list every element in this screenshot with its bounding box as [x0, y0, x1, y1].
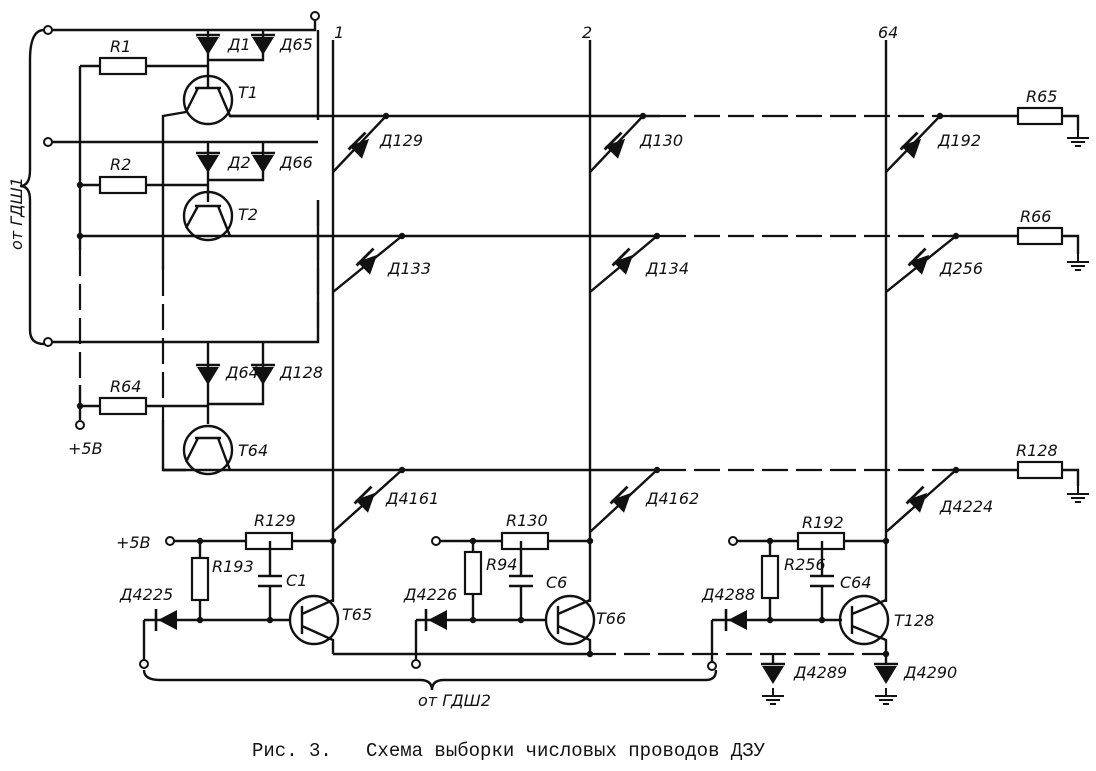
diode-d65-label: Д65: [279, 35, 313, 54]
diode-d129-label: Д129: [379, 131, 423, 150]
row-loads: R65 R66 R128: [1016, 87, 1090, 503]
resistor-r94-label: R94: [486, 555, 517, 574]
column-label-2: 2: [582, 23, 592, 42]
diode-d4161-label: Д4161: [385, 489, 439, 508]
transistor-t65-label: T65: [342, 605, 372, 624]
diode-d134-label: Д134: [645, 259, 689, 278]
diode-d133-label: Д133: [387, 259, 431, 278]
transistor-t66: [544, 594, 596, 646]
figure-caption: Рис. 3. Схема выборки числовых проводов …: [252, 740, 766, 762]
diode-d4224-label: Д4224: [939, 497, 993, 516]
diode-d128-label: Д128: [279, 363, 323, 382]
transistor-t65: [288, 594, 340, 646]
capacitor-c1-label: C1: [286, 571, 307, 590]
resistor-r1-label: R1: [110, 37, 131, 56]
resistor-r65-label: R65: [1026, 87, 1057, 106]
diode-d4289-label: Д4289: [793, 663, 847, 682]
diode-d4162-label: Д4162: [645, 489, 699, 508]
diode-d4288-label: Д4288: [701, 585, 755, 604]
column-label-64: 64: [878, 23, 898, 42]
transistor-t66-label: T66: [596, 609, 626, 628]
supply-left-label: +5В: [68, 439, 103, 458]
source-gdsh2: от ГДШ2: [418, 691, 491, 710]
resistor-r64-label: R64: [110, 377, 141, 396]
diode-d2-label: Д2: [227, 153, 251, 172]
transistor-t1-label: T1: [238, 83, 258, 102]
transistor-t128: [838, 594, 890, 646]
capacitor-c6-label: C6: [546, 573, 567, 592]
capacitor-c64-label: C64: [840, 573, 872, 592]
resistor-r2-label: R2: [110, 155, 131, 174]
matrix-diodes: Д129 Д130 Д192 Д133 Д134 Д256 Д4161 Д416…: [332, 112, 993, 533]
diode-d192-label: Д192: [937, 131, 981, 150]
source-gdsh1: от ГДШ1: [7, 177, 26, 250]
resistor-r129-label: R129: [254, 511, 296, 530]
diode-d4225-label: Д4225: [119, 585, 173, 604]
column-label-1: 1: [334, 23, 344, 42]
resistor-r193-label: R193: [212, 557, 254, 576]
transistor-t2: [182, 190, 234, 242]
transistor-t128-label: T128: [894, 611, 934, 630]
row-driver-section: от ГДШ1 Д1 Д65 R1 T1 Д2 Д66 R2 T2: [7, 11, 323, 476]
row-wires: [78, 114, 1018, 472]
diode-d66-label: Д66: [279, 153, 313, 172]
diode-d1-label: Д1: [227, 35, 251, 54]
diode-d4226-label: Д4226: [403, 585, 457, 604]
diode-d4290-label: Д4290: [903, 663, 957, 682]
transistor-t2-label: T2: [238, 205, 258, 224]
transistor-t64-label: T64: [238, 441, 268, 460]
diode-d256-label: Д256: [939, 259, 983, 278]
resistor-r66-label: R66: [1020, 207, 1051, 226]
resistor-r130-label: R130: [506, 511, 548, 530]
column-drivers: +5В R129 R193 C1 Д4225 T65 R130 R94 C: [116, 511, 957, 710]
diode-d130-label: Д130: [639, 131, 683, 150]
column-wires: 1 2 64: [331, 23, 898, 540]
transistor-t64: [182, 424, 234, 476]
transistor-t1: [182, 74, 234, 126]
supply-bottom-label: +5В: [116, 533, 151, 552]
resistor-r128-label: R128: [1016, 441, 1058, 460]
diode-d64-label: Д64: [225, 363, 259, 382]
resistor-r256-label: R256: [784, 555, 826, 574]
resistor-r192-label: R192: [802, 513, 844, 532]
